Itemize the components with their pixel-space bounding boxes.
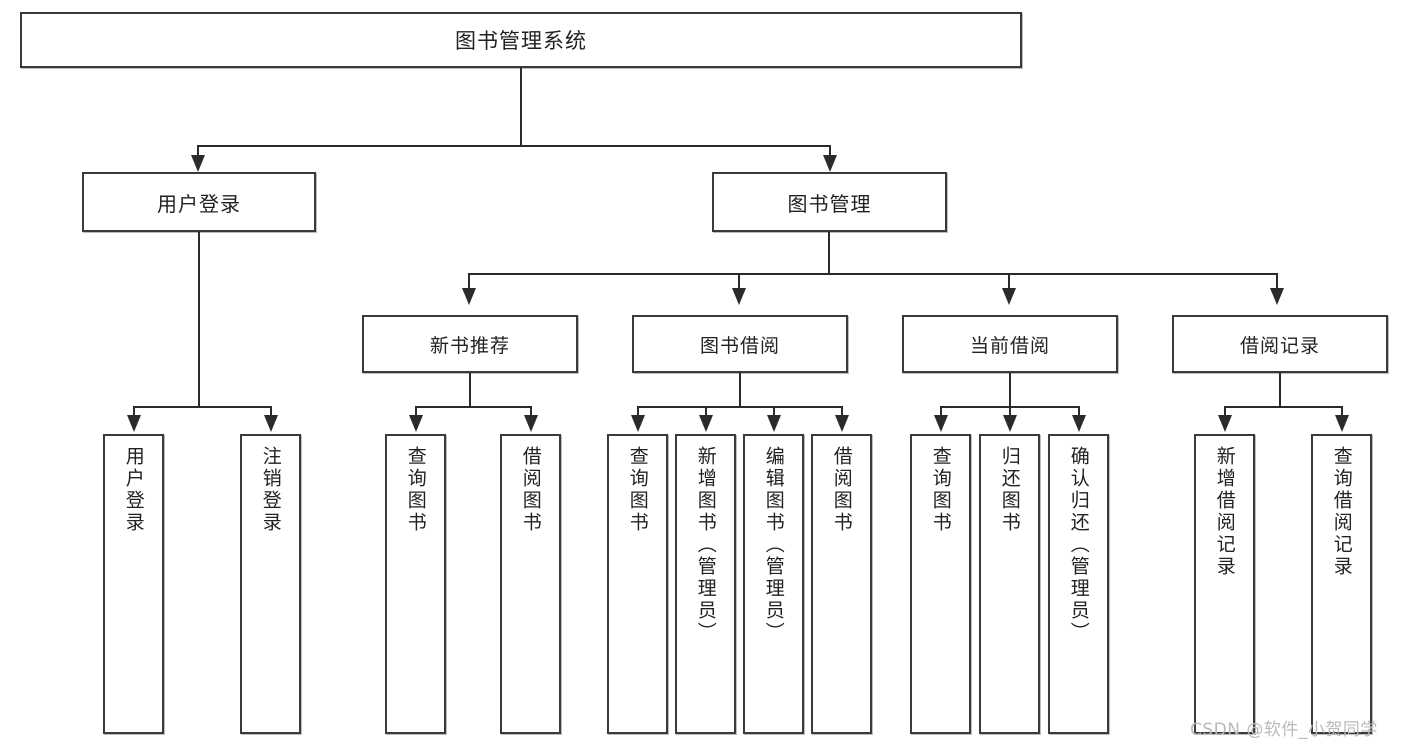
arrow-bm-to-borrow-record: [1270, 288, 1284, 305]
connector-bm-drop-2: [738, 273, 740, 295]
leaf-borrow-book[interactable]: 借阅图书: [811, 434, 872, 734]
connector-borrow-record-stem: [1279, 373, 1281, 407]
node-root-book-management-system[interactable]: 图书管理系统: [20, 12, 1022, 68]
node-user-login[interactable]: 用户登录: [82, 172, 316, 232]
leaf-edit-book-admin[interactable]: 编辑图书（管理员）: [743, 434, 804, 734]
arrow-cb-to-leaf-2: [1003, 415, 1017, 432]
leaf-label: 借阅图书: [519, 446, 542, 534]
arrow-bm-to-new-book-recommend: [462, 288, 476, 305]
connector-user-login-bar: [133, 406, 272, 408]
connector-root-to-book-management: [829, 145, 831, 161]
arrow-bb-to-leaf-3: [767, 415, 781, 432]
connector-user-login-stem: [198, 232, 200, 407]
leaf-query-book-borrow[interactable]: 查询图书: [607, 434, 668, 734]
connector-borrow-record-bar: [1224, 406, 1343, 408]
connector-bb-drop-4: [841, 406, 843, 420]
arrow-root-to-book-management: [823, 155, 837, 172]
arrow-bb-to-leaf-1: [631, 415, 645, 432]
connector-new-book-stem: [469, 373, 471, 407]
connector-bm-drop-3: [1008, 273, 1010, 295]
connector-book-management-stem: [828, 232, 830, 274]
leaf-label: 查询图书: [929, 446, 952, 534]
leaf-return-book[interactable]: 归还图书: [979, 434, 1040, 734]
leaf-label: 新增图书（管理员）: [694, 446, 717, 644]
connector-cb-drop-2: [1009, 406, 1011, 420]
leaf-query-borrow-record[interactable]: 查询借阅记录: [1311, 434, 1372, 734]
connector-cb-drop-1: [940, 406, 942, 420]
leaf-label: 用户登录: [122, 446, 145, 534]
connector-br-drop-2: [1341, 406, 1343, 420]
node-borrow-record[interactable]: 借阅记录: [1172, 315, 1388, 373]
connector-br-drop-1: [1224, 406, 1226, 420]
connector-root-stem: [520, 68, 522, 146]
leaf-label: 新增借阅记录: [1213, 446, 1236, 578]
leaf-label: 查询图书: [404, 446, 427, 534]
connector-current-borrow-stem: [1009, 373, 1011, 407]
arrow-nb-to-leaf-2: [524, 415, 538, 432]
connector-book-borrow-stem: [739, 373, 741, 407]
leaf-label: 查询借阅记录: [1330, 446, 1353, 578]
watermark-text: CSDN @软件_小贺同学: [1190, 720, 1378, 740]
leaf-label: 编辑图书（管理员）: [762, 446, 785, 644]
connector-nb-drop-1: [415, 406, 417, 420]
connector-nb-drop-2: [530, 406, 532, 420]
leaf-logout[interactable]: 注销登录: [240, 434, 301, 734]
arrow-br-to-leaf-1: [1218, 415, 1232, 432]
connector-user-login-drop-2: [270, 406, 272, 420]
node-label: 借阅记录: [1239, 334, 1320, 357]
connector-bb-drop-3: [773, 406, 775, 420]
leaf-add-borrow-record[interactable]: 新增借阅记录: [1194, 434, 1255, 734]
arrow-user-login-to-leaf-2: [264, 415, 278, 432]
node-book-borrow[interactable]: 图书借阅: [632, 315, 848, 373]
leaf-query-book-recommend[interactable]: 查询图书: [385, 434, 446, 734]
connector-bm-drop-4: [1276, 273, 1278, 295]
leaf-label: 查询图书: [626, 446, 649, 534]
node-new-book-recommend[interactable]: 新书推荐: [362, 315, 578, 373]
leaf-user-login[interactable]: 用户登录: [103, 434, 164, 734]
connector-book-management-bar: [468, 273, 1278, 275]
leaf-confirm-return-admin[interactable]: 确认归还（管理员）: [1048, 434, 1109, 734]
node-label: 当前借阅: [969, 334, 1050, 357]
leaf-query-book-current[interactable]: 查询图书: [910, 434, 971, 734]
node-current-borrow[interactable]: 当前借阅: [902, 315, 1118, 373]
leaf-label: 注销登录: [259, 446, 282, 534]
connector-user-login-drop-1: [133, 406, 135, 420]
node-label: 新书推荐: [429, 334, 510, 357]
connector-bb-drop-2: [705, 406, 707, 420]
arrow-bm-to-book-borrow: [732, 288, 746, 305]
arrow-user-login-to-leaf-1: [127, 415, 141, 432]
arrow-bb-to-leaf-4: [835, 415, 849, 432]
connector-cb-drop-3: [1078, 406, 1080, 420]
node-label: 图书借阅: [699, 334, 780, 357]
arrow-bm-to-current-borrow: [1002, 288, 1016, 305]
connector-new-book-bar: [415, 406, 532, 408]
node-book-management[interactable]: 图书管理: [712, 172, 947, 232]
connector-root-to-user-login: [197, 145, 199, 161]
connector-book-borrow-bar: [637, 406, 843, 408]
arrow-cb-to-leaf-3: [1072, 415, 1086, 432]
connector-root-bar: [197, 145, 831, 147]
leaf-label: 归还图书: [998, 446, 1021, 534]
arrow-bb-to-leaf-2: [699, 415, 713, 432]
leaf-label: 借阅图书: [830, 446, 853, 534]
leaf-label: 确认归还（管理员）: [1067, 446, 1090, 644]
arrow-br-to-leaf-2: [1335, 415, 1349, 432]
arrow-cb-to-leaf-1: [934, 415, 948, 432]
node-label: 用户登录: [157, 191, 241, 216]
connector-bm-drop-1: [468, 273, 470, 295]
connector-bb-drop-1: [637, 406, 639, 420]
node-label: 图书管理系统: [455, 29, 587, 53]
arrow-nb-to-leaf-1: [409, 415, 423, 432]
arrow-root-to-user-login: [191, 155, 205, 172]
leaf-add-book-admin[interactable]: 新增图书（管理员）: [675, 434, 736, 734]
leaf-borrow-book-recommend[interactable]: 借阅图书: [500, 434, 561, 734]
node-label: 图书管理: [787, 191, 872, 216]
